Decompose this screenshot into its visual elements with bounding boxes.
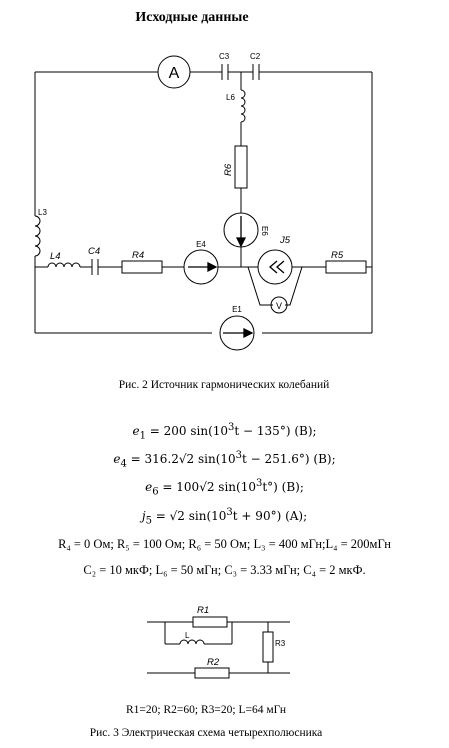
ammeter-symbol <box>157 55 191 89</box>
figure3-caption: Рис. 3 Электрическая схема четырехполюсн… <box>90 727 323 739</box>
page-title: Исходные данные <box>135 10 248 25</box>
label-r2: R2 <box>207 657 220 668</box>
inductor-l4 <box>47 262 81 268</box>
label-r1: R1 <box>197 605 209 616</box>
parameters-line-2: C₂ = 10 мкФ; L₆ = 50 мГн; C₃ = 3.33 мГн;… <box>83 563 366 577</box>
inductor-l <box>179 639 205 645</box>
resistor-r4 <box>121 260 163 274</box>
label-e6: E6 <box>260 226 269 236</box>
label-r4: R4 <box>132 250 144 261</box>
arrow-head-e6 <box>235 237 247 248</box>
label-j5: J5 <box>279 235 291 246</box>
figure3-values: R1=20; R2=60; R3=20; L=64 мГн <box>126 704 286 716</box>
equation-e6: e6 = 100√2 sin(103t°) (B); <box>145 478 304 498</box>
resistor-r6 <box>234 145 248 189</box>
voltmeter-label: V <box>276 301 282 311</box>
arrow-j5 <box>269 260 285 274</box>
voltmeter-lead <box>247 266 273 306</box>
source-arrows <box>188 216 285 339</box>
figure2-caption: Рис. 2 Источник гармонических колебаний <box>119 379 330 391</box>
parameters-line-1: R₄ = 0 Ом; R₅ = 100 Ом; R₆ = 50 Ом; L₃ =… <box>58 537 391 551</box>
label-l4: L4 <box>50 251 61 262</box>
label-r5: R5 <box>331 250 344 261</box>
resistor-r3 <box>262 631 274 663</box>
circuit-diagram-fig3 <box>147 616 290 679</box>
label-l3: L3 <box>38 208 47 217</box>
arrow-head-e1 <box>243 327 254 339</box>
label-r3: R3 <box>275 639 286 648</box>
label-c2: C2 <box>250 52 261 61</box>
resistor-r1 <box>192 616 228 628</box>
label-e1: E1 <box>232 305 242 314</box>
equation-j5: j5 = √2 sin(103t + 90°) (A); <box>141 507 308 527</box>
current-source-j5 <box>257 249 293 285</box>
equation-e4: e4 = 316.2√2 sin(103t − 251.6°) (B); <box>113 450 336 470</box>
label-c3: C3 <box>219 52 230 61</box>
label-l: L <box>185 631 190 640</box>
ammeter-label: A <box>169 65 180 82</box>
inductor-l3 <box>34 215 41 257</box>
circuit-diagram-fig2 <box>34 55 373 351</box>
label-c4: C4 <box>88 246 100 257</box>
resistor-r2 <box>194 667 230 679</box>
label-r6: R6 <box>223 163 234 176</box>
source-e1 <box>219 315 255 351</box>
label-l6: L6 <box>226 93 235 102</box>
voltmeter-symbol <box>270 296 288 314</box>
resistor-r5 <box>325 260 367 274</box>
voltmeter-lead <box>285 266 303 306</box>
equation-e1: e1 = 200 sin(103t − 135°) (B); <box>132 422 317 442</box>
inductor-l6 <box>240 89 246 123</box>
label-e4: E4 <box>196 240 206 249</box>
arrow-head-e4 <box>207 261 218 273</box>
